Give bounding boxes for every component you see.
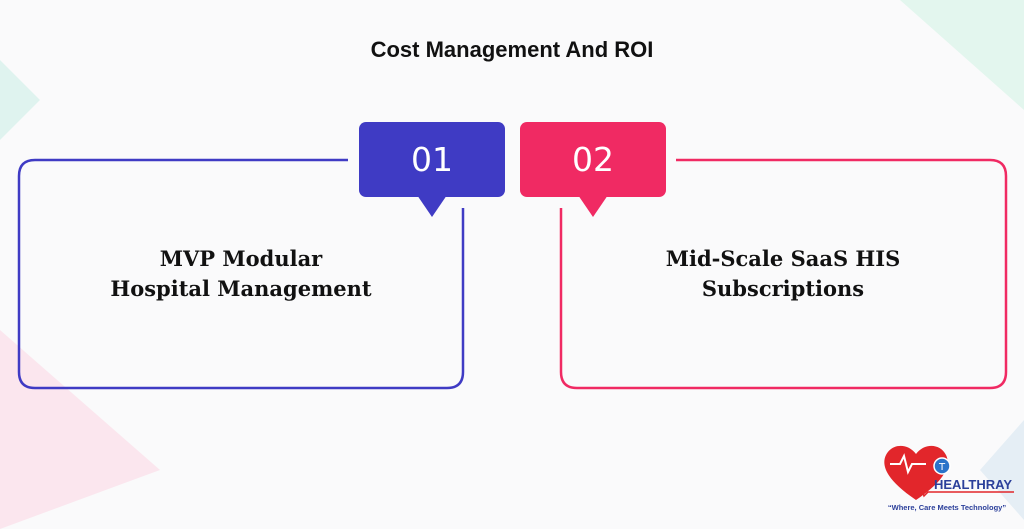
card-2-line1: Mid-Scale SaaS HIS bbox=[665, 246, 901, 271]
card-2-line2: Subscriptions bbox=[701, 276, 865, 301]
logo-brand: HEALTHRAY bbox=[934, 477, 1013, 492]
card-2-number-badge: 02 bbox=[520, 122, 666, 217]
card-1-border bbox=[17, 158, 465, 390]
healthray-heart-logo-icon: T bbox=[884, 445, 1014, 500]
card-1-number: 01 bbox=[411, 140, 453, 179]
card-1-line1: MVP Modular bbox=[159, 246, 323, 271]
card-2-text: Mid-Scale SaaS HIS Subscriptions bbox=[563, 244, 1003, 304]
card-1-text: MVP Modular Hospital Management bbox=[21, 244, 461, 304]
logo-tagline: “Where, Care Meets Technology” bbox=[887, 503, 1007, 512]
card-2-border bbox=[559, 158, 1008, 390]
card-1-number-badge: 01 bbox=[359, 122, 505, 217]
svg-text:T: T bbox=[938, 462, 946, 473]
page-title: Cost Management And ROI bbox=[370, 37, 654, 62]
card-2-number: 02 bbox=[572, 140, 614, 179]
card-1-line2: Hospital Management bbox=[110, 276, 372, 301]
